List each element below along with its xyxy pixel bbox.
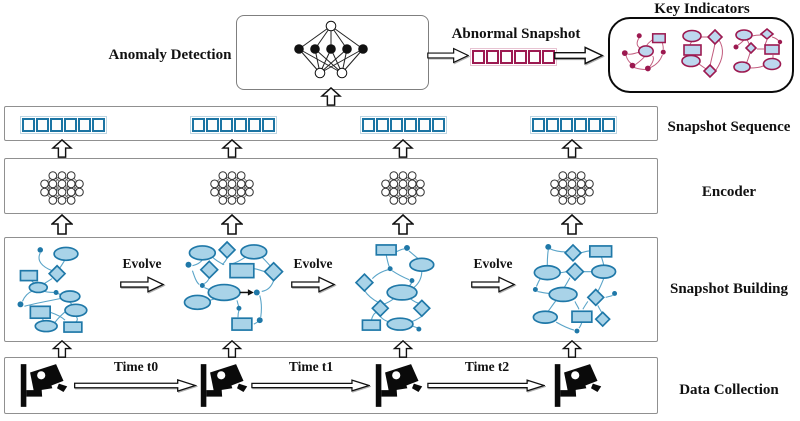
snapshot-cell — [362, 118, 375, 132]
abnormal-snapshot-label: Abnormal Snapshot — [451, 26, 581, 42]
anomaly-detection-label: Anomaly Detection — [108, 47, 232, 63]
snapshot-cell — [532, 118, 545, 132]
snapshot-cell — [574, 118, 587, 132]
snapshot-cell — [546, 118, 559, 132]
snapshot-cell — [22, 118, 35, 132]
neural-network-icon — [294, 20, 368, 79]
graph-snapshot-icon — [532, 243, 618, 334]
node-cluster-icon — [40, 171, 84, 205]
up-arrow-icon — [561, 214, 583, 235]
up-arrow-icon — [222, 340, 242, 358]
node-cluster-icon — [550, 171, 594, 205]
encoder-box — [4, 158, 658, 214]
snapshot-sequence-label: Snapshot Sequence — [667, 119, 791, 135]
thin-right-arrow-icon — [427, 379, 545, 392]
thin-right-arrow-icon — [251, 379, 370, 392]
snapshot-cell — [418, 118, 431, 132]
snapshot-cell — [192, 118, 205, 132]
snapshot-cell — [514, 50, 527, 64]
graph-snapshot-icon — [17, 246, 88, 333]
graph-snapshot-icon — [183, 240, 284, 331]
right-block-arrow-icon — [553, 46, 604, 65]
snapshot-cell — [528, 50, 541, 64]
up-arrow-icon — [321, 87, 341, 106]
right-block-arrow-icon — [471, 276, 515, 293]
time-label: Time t2 — [464, 359, 510, 374]
cctv-camera-icon — [373, 362, 425, 409]
up-arrow-icon — [562, 340, 582, 358]
snapshot-cell — [248, 118, 261, 132]
up-arrow-icon — [393, 340, 413, 358]
evolve-label: Evolve — [122, 256, 162, 271]
node-cluster-icon — [210, 171, 254, 205]
key-indicator-graph-icon — [621, 33, 666, 72]
snapshot-cell — [404, 118, 417, 132]
graph-snapshot-icon — [354, 244, 435, 332]
snapshot-building-label: Snapshot Building — [670, 281, 788, 297]
time-label: Time t0 — [113, 359, 159, 374]
up-arrow-icon — [392, 214, 414, 235]
thin-right-arrow-icon — [73, 379, 197, 392]
snapshot-bar — [190, 116, 277, 134]
key-indicators-label: Key Indicators — [654, 1, 750, 17]
snapshot-cell — [602, 118, 615, 132]
snapshot-cell — [542, 50, 555, 64]
up-arrow-icon — [562, 139, 582, 158]
snapshot-building-box — [4, 237, 658, 342]
snapshot-cell — [64, 118, 77, 132]
snapshot-cell — [262, 118, 275, 132]
abnormal-snapshot-bar — [470, 48, 557, 66]
up-arrow-icon — [393, 139, 413, 158]
data-collection-label: Data Collection — [679, 382, 779, 398]
snapshot-cell — [390, 118, 403, 132]
right-block-arrow-icon — [427, 47, 469, 64]
up-arrow-icon — [221, 214, 243, 235]
cctv-camera-icon — [18, 362, 70, 409]
encoder-label: Encoder — [701, 184, 757, 200]
snapshot-cell — [206, 118, 219, 132]
snapshot-bar — [530, 116, 617, 134]
up-arrow-icon — [52, 340, 72, 358]
snapshot-cell — [50, 118, 63, 132]
snapshot-cell — [92, 118, 105, 132]
time-label: Time t1 — [288, 359, 334, 374]
snapshot-cell — [234, 118, 247, 132]
snapshot-cell — [560, 118, 573, 132]
snapshot-cell — [36, 118, 49, 132]
cctv-camera-icon — [552, 362, 604, 409]
snapshot-cell — [500, 50, 513, 64]
up-arrow-icon — [52, 139, 72, 158]
snapshot-bar — [20, 116, 107, 134]
snapshot-cell — [432, 118, 445, 132]
evolve-label: Evolve — [473, 256, 513, 271]
up-arrow-icon — [222, 139, 242, 158]
right-block-arrow-icon — [120, 276, 164, 293]
snapshot-cell — [376, 118, 389, 132]
snapshot-cell — [472, 50, 485, 64]
key-indicator-graph-icon — [733, 27, 783, 73]
cctv-camera-icon — [198, 362, 250, 409]
evolve-label: Evolve — [293, 256, 333, 271]
snapshot-cell — [78, 118, 91, 132]
snapshot-bar — [360, 116, 447, 134]
key-indicator-graph-icon — [681, 28, 724, 79]
snapshot-cell — [220, 118, 233, 132]
snapshot-cell — [588, 118, 601, 132]
node-cluster-icon — [381, 171, 425, 205]
right-block-arrow-icon — [291, 276, 335, 293]
up-arrow-icon — [51, 214, 73, 235]
snapshot-cell — [486, 50, 499, 64]
